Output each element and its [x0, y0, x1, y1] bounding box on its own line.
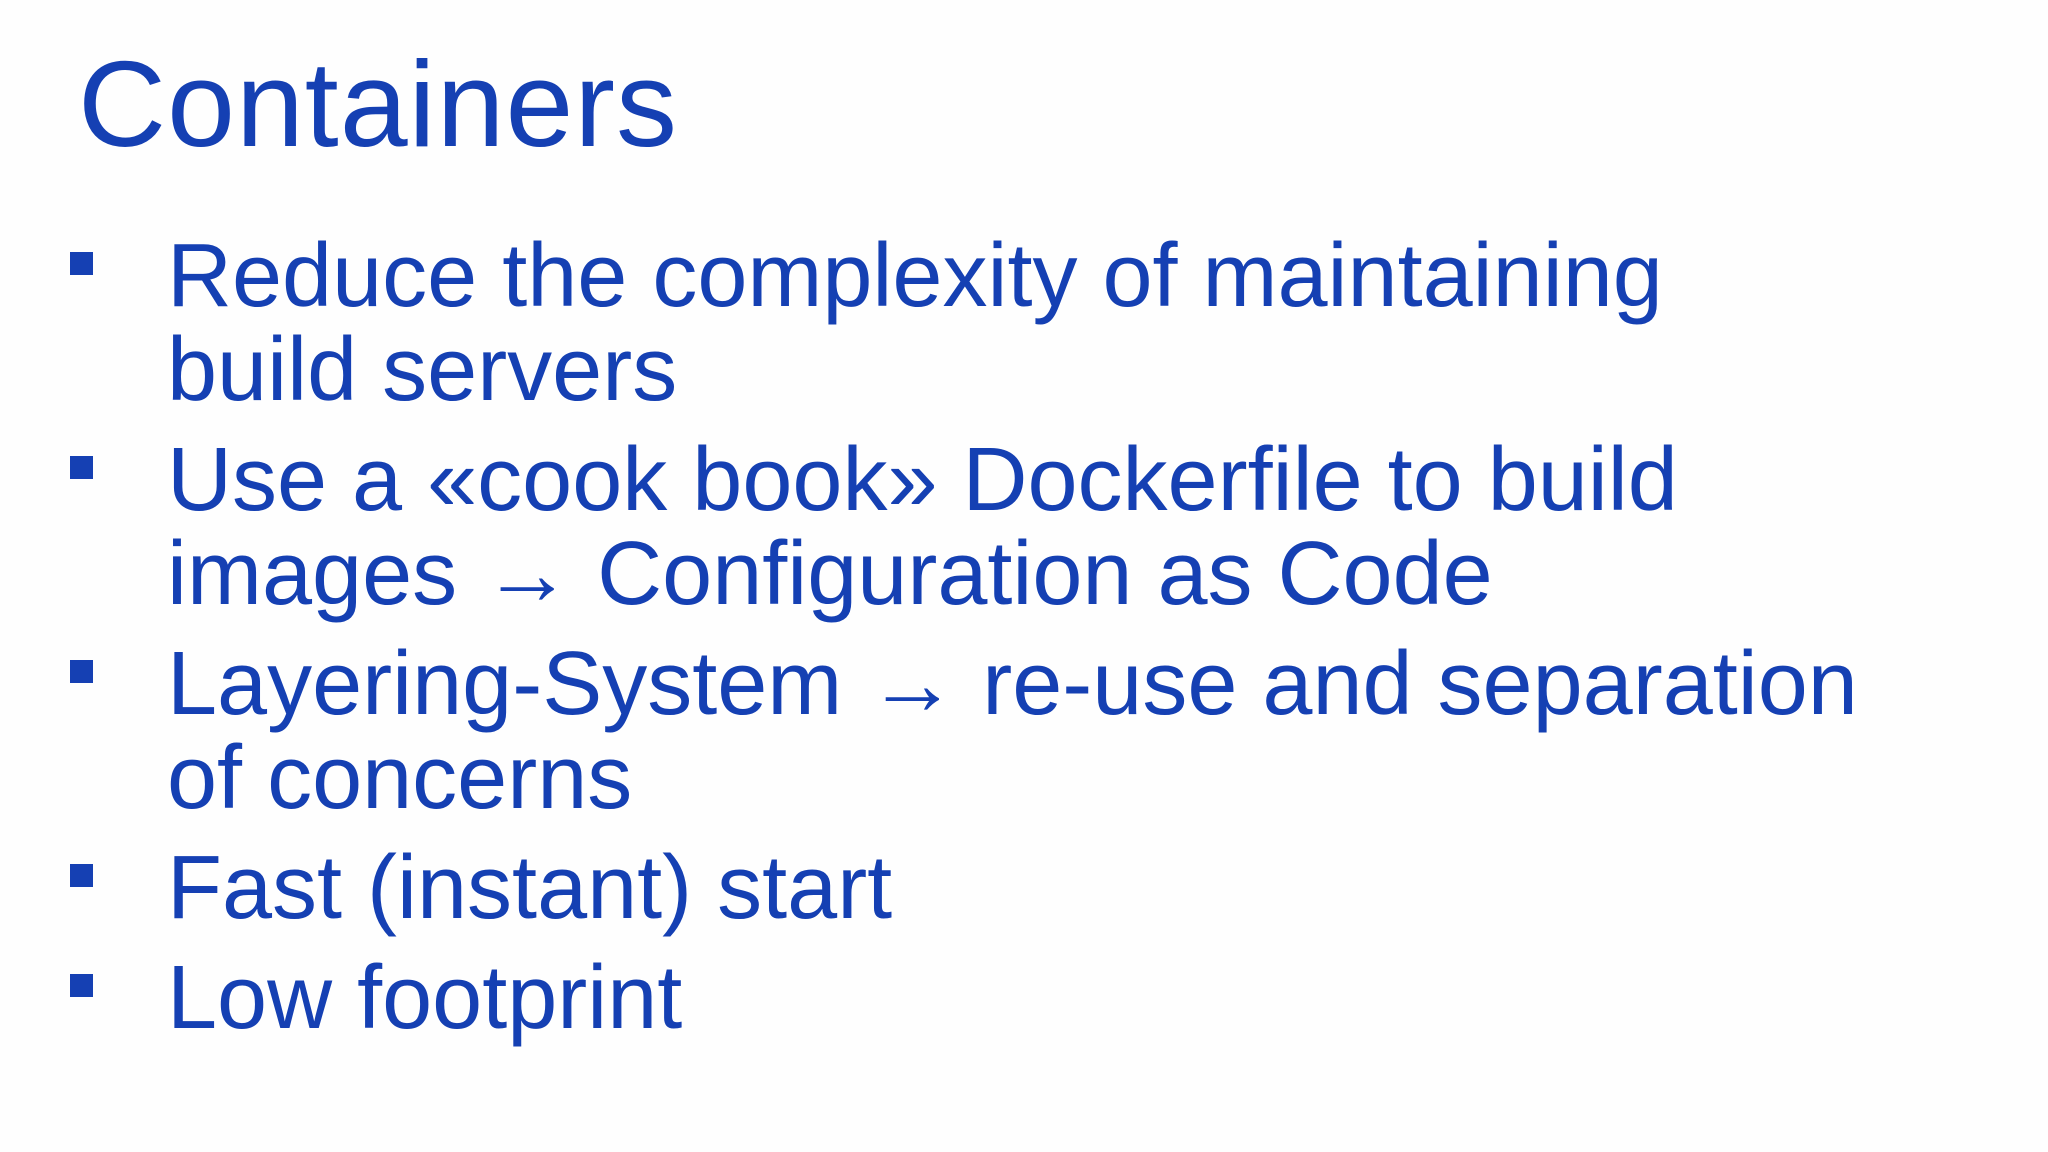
- square-bullet-icon: [70, 252, 93, 275]
- bullet-line: Use a «cook book» Dockerfile to build: [167, 430, 1678, 530]
- bullet-text: Layering-System → re-use and separation …: [167, 637, 1858, 825]
- bullet-text: Low footprint: [167, 951, 682, 1045]
- bullet-list: Reduce the complexity of maintaining bui…: [70, 229, 2008, 1045]
- bullet-item: Fast (instant) start: [70, 841, 2008, 935]
- square-bullet-icon: [70, 660, 93, 683]
- bullet-text: Reduce the complexity of maintaining bui…: [167, 229, 1663, 417]
- bullet-item: Use a «cook book» Dockerfile to build im…: [70, 433, 2008, 621]
- square-bullet-icon: [70, 864, 93, 887]
- bullet-item: Low footprint: [70, 951, 2008, 1045]
- bullet-line: Fast (instant) start: [167, 838, 893, 938]
- right-arrow-icon: →: [867, 634, 958, 734]
- bullet-line: of concerns: [167, 728, 633, 828]
- bullet-line: Layering-System → re-use and separation: [167, 634, 1858, 734]
- bullet-line: images → Configuration as Code: [167, 524, 1493, 624]
- bullet-item: Reduce the complexity of maintaining bui…: [70, 229, 2008, 417]
- right-arrow-icon: →: [482, 524, 573, 624]
- bullet-line: build servers: [167, 320, 678, 420]
- slide-title: Containers: [78, 36, 678, 172]
- bullet-line: Low footprint: [167, 948, 683, 1048]
- square-bullet-icon: [70, 456, 93, 479]
- bullet-item: Layering-System → re-use and separation …: [70, 637, 2008, 825]
- bullet-text: Fast (instant) start: [167, 841, 892, 935]
- bullet-text: Use a «cook book» Dockerfile to build im…: [167, 433, 1678, 621]
- bullet-line: Reduce the complexity of maintaining: [167, 226, 1663, 326]
- square-bullet-icon: [70, 974, 93, 997]
